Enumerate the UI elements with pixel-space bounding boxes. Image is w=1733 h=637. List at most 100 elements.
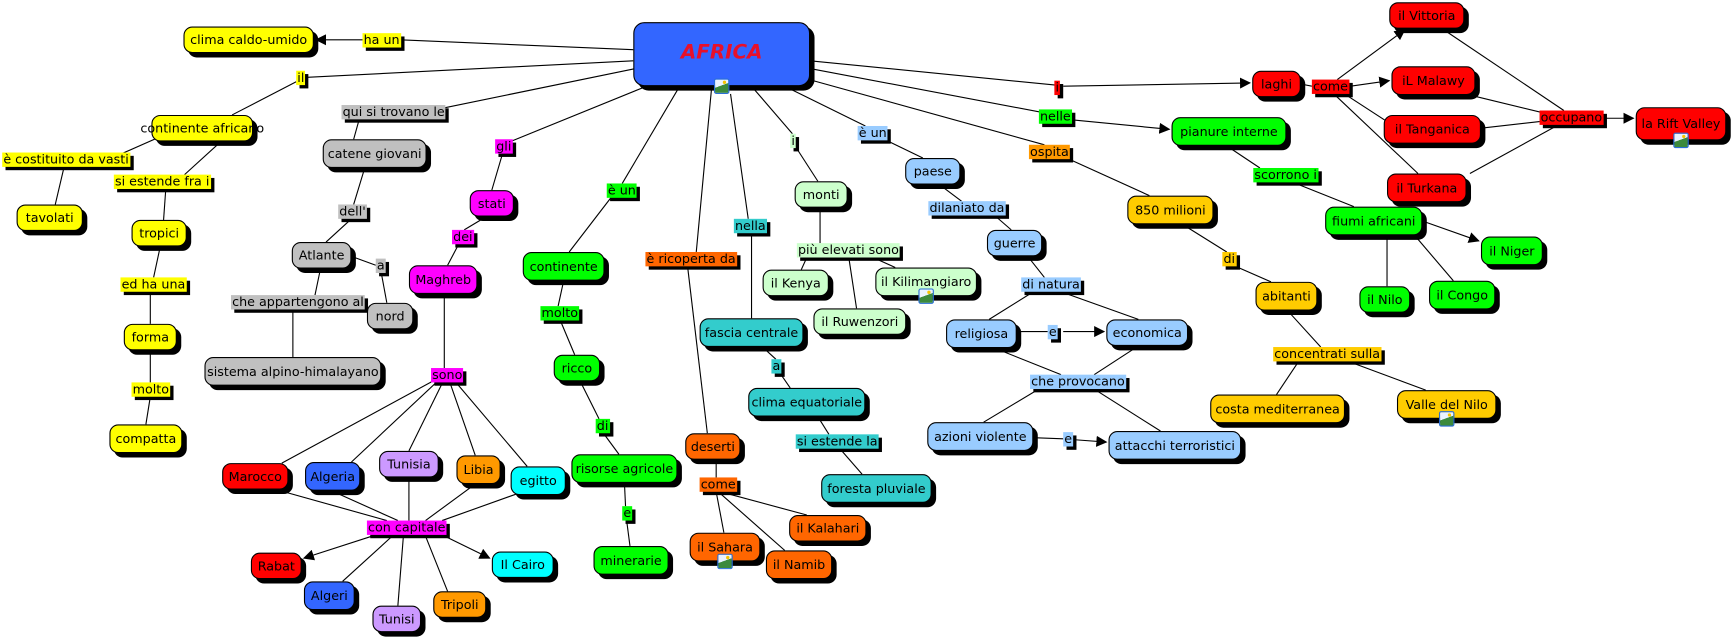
linking-phrase[interactable]: come (1311, 78, 1350, 94)
linking-phrase[interactable]: più elevati sono (796, 242, 901, 258)
concept-risorse[interactable]: risorse agricole (571, 454, 678, 483)
linking-phrase[interactable]: occupano (1539, 109, 1604, 125)
concept-rabat[interactable]: Rabat (250, 552, 302, 580)
concept-religiosa[interactable]: religiosa (946, 319, 1017, 349)
concept-cont-africano[interactable]: continente africano (140, 114, 264, 142)
image-attachment-icon[interactable] (1673, 132, 1689, 149)
linking-phrase[interactable]: il (296, 69, 306, 86)
concept-libia[interactable]: Libia (456, 455, 501, 485)
concept-tunisi[interactable]: Tunisi (372, 605, 422, 633)
concept-monti[interactable]: monti (794, 181, 848, 208)
concept-costa[interactable]: costa mediterranea (1210, 394, 1346, 424)
image-attachment-icon[interactable] (1438, 411, 1455, 427)
concept-vittoria[interactable]: il Vittoria (1389, 2, 1465, 29)
linking-phrase[interactable]: a (771, 358, 782, 374)
linking-phrase[interactable]: e (1063, 431, 1074, 447)
concept-africa[interactable]: AFRICA (633, 22, 811, 87)
linking-phrase[interactable]: ha un (362, 32, 401, 48)
concept-tripoli[interactable]: Tripoli (433, 591, 487, 618)
concept-clima-eq[interactable]: clima equatoriale (748, 387, 866, 417)
concept-minerarie[interactable]: minerarie (593, 545, 669, 575)
linking-phrase[interactable]: è costituito da vasti (2, 151, 130, 167)
concept-kilimangiaro[interactable]: il Kilimangiaro (875, 267, 977, 297)
linking-phrase[interactable]: sono (431, 366, 464, 383)
concept-kalahari[interactable]: il Kalahari (789, 515, 867, 542)
image-attachment-icon[interactable] (713, 78, 730, 94)
linking-phrase[interactable]: si estende fra i (113, 173, 211, 189)
concept-azioni[interactable]: azioni violente (927, 422, 1034, 451)
concept-nilo[interactable]: il Nilo (1359, 286, 1411, 313)
linking-phrase[interactable]: dell' (338, 203, 367, 219)
concept-deserti[interactable]: deserti (685, 433, 741, 460)
linking-phrase[interactable]: a (375, 257, 386, 273)
concept-marocco[interactable]: Marocco (222, 463, 289, 490)
concept-sistema[interactable]: sistema alpino-himalayano (204, 356, 382, 386)
linking-phrase[interactable]: come (699, 476, 737, 492)
linking-phrase[interactable]: i (790, 132, 796, 149)
concept-niger[interactable]: il Niger (1480, 236, 1543, 266)
concept-milioni[interactable]: 850 milioni (1127, 195, 1214, 225)
concept-malawy[interactable]: iL Malawy (1391, 66, 1476, 96)
linking-phrase[interactable]: molto (131, 381, 171, 397)
concept-fascia[interactable]: fascia centrale (699, 318, 804, 348)
concept-algeri[interactable]: Algeri (303, 581, 355, 611)
linking-phrase[interactable]: di (1222, 250, 1237, 267)
linking-phrase[interactable]: è ricoperta da (645, 250, 737, 267)
concept-atlante[interactable]: Atlante (291, 242, 352, 269)
linking-phrase[interactable]: dei (452, 228, 474, 245)
linking-phrase[interactable]: nelle (1038, 108, 1072, 124)
concept-algeria[interactable]: Algeria (305, 461, 361, 491)
concept-laghi[interactable]: laghi (1252, 70, 1301, 98)
linking-phrase[interactable]: con capitale (366, 519, 447, 535)
linking-phrase[interactable]: che appartengono al (230, 293, 365, 310)
concept-namib[interactable]: il Namib (765, 550, 833, 580)
image-attachment-icon[interactable] (918, 288, 934, 304)
concept-nord[interactable]: nord (366, 302, 414, 330)
concept-pianure[interactable]: pianure interne (1171, 117, 1287, 146)
concept-abitanti[interactable]: abitanti (1255, 281, 1318, 311)
concept-attacchi[interactable]: attacchi terroristici (1108, 431, 1242, 460)
concept-cairo[interactable]: Il Cairo (491, 551, 554, 579)
linking-phrase[interactable]: è un (857, 124, 888, 141)
linking-phrase[interactable]: e (622, 505, 633, 521)
concept-tunisia[interactable]: Tunisia (379, 450, 439, 478)
concept-ruwenzori[interactable]: il Ruwenzori (813, 308, 907, 335)
linking-phrase[interactable]: i (1054, 79, 1061, 96)
concept-economica[interactable]: economica (1106, 319, 1189, 346)
concept-guerre[interactable]: guerre (986, 229, 1043, 257)
concept-foresta[interactable]: foresta pluviale (821, 474, 932, 503)
linking-phrase[interactable]: gli (495, 138, 513, 154)
concept-tanganica[interactable]: il Tanganica (1383, 114, 1481, 144)
linking-phrase[interactable]: dilaniato da (928, 200, 1006, 216)
concept-valle-nilo[interactable]: Valle del Nilo (1396, 390, 1497, 419)
concept-congo[interactable]: il Congo (1429, 280, 1496, 310)
linking-phrase[interactable]: ed ha una (120, 276, 187, 292)
concept-catene[interactable]: catene giovani (322, 139, 427, 168)
concept-tavolati[interactable]: tavolati (16, 204, 83, 231)
concept-maghreb[interactable]: Maghreb (408, 265, 478, 294)
linking-phrase[interactable]: che provocano (1030, 373, 1126, 390)
concept-turkana[interactable]: il Turkana (1387, 173, 1467, 203)
linking-phrase[interactable]: qui si trovano le (341, 103, 446, 120)
linking-phrase[interactable]: ospita (1028, 143, 1070, 160)
linking-phrase[interactable]: e (1047, 323, 1058, 340)
concept-forma[interactable]: forma (123, 323, 177, 351)
linking-phrase[interactable]: è un (606, 182, 637, 198)
linking-phrase[interactable]: si estende la (795, 433, 879, 449)
linking-phrase[interactable]: di (595, 417, 610, 434)
linking-phrase[interactable]: di natura (1021, 276, 1081, 292)
concept-paese[interactable]: paese (905, 158, 961, 185)
concept-clima-caldo[interactable]: clima caldo-umido (183, 26, 314, 54)
image-attachment-icon[interactable] (717, 553, 733, 570)
linking-phrase[interactable]: scorrono i (1253, 166, 1319, 183)
concept-continente[interactable]: continente (522, 251, 605, 281)
concept-egitto[interactable]: egitto (510, 466, 566, 496)
concept-tropici[interactable]: tropici (131, 219, 187, 247)
linking-phrase[interactable]: concentrati sulla (1273, 345, 1382, 362)
linking-phrase[interactable]: nella (733, 217, 767, 234)
concept-stati[interactable]: stati (469, 190, 514, 217)
concept-kenya[interactable]: il Kenya (762, 269, 829, 297)
concept-ricco[interactable]: ricco (553, 354, 601, 382)
linking-phrase[interactable]: molto (540, 305, 580, 321)
concept-compatta[interactable]: compatta (109, 424, 183, 454)
